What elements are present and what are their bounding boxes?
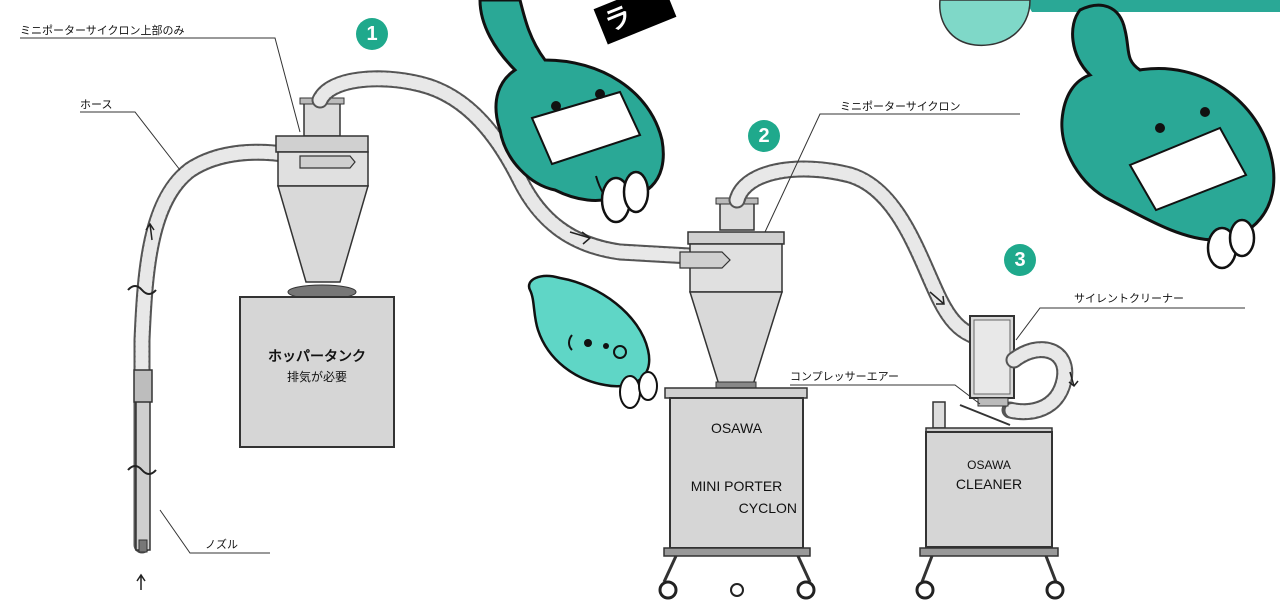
leader-line bbox=[80, 111, 181, 171]
leader-line bbox=[159, 509, 270, 554]
cart-frame bbox=[919, 547, 1059, 557]
wheel bbox=[796, 580, 816, 600]
flow-arrow bbox=[145, 222, 155, 241]
cyclone-brand: OSAWA bbox=[710, 420, 763, 436]
flow-arrow bbox=[1068, 371, 1079, 388]
wheel bbox=[915, 580, 935, 600]
step-badge-1: 1 bbox=[356, 18, 388, 50]
cart-frame bbox=[663, 547, 811, 557]
wheel bbox=[730, 583, 744, 597]
cyclone-tank bbox=[669, 397, 804, 549]
flow-arrow bbox=[569, 231, 592, 245]
flow-arrow bbox=[136, 573, 146, 590]
cyclone-1-inlet bbox=[299, 155, 356, 169]
leader-line bbox=[764, 113, 1020, 233]
cyclone-2-inlet bbox=[679, 251, 731, 269]
nozzle-pipe bbox=[135, 399, 151, 551]
hose-1 bbox=[135, 145, 297, 552]
leader-line bbox=[1015, 307, 1245, 341]
cyclone-1-cone bbox=[277, 185, 369, 283]
leader-line bbox=[20, 37, 301, 133]
cyclone-1-flange bbox=[275, 135, 369, 153]
hopper-subtitle: 排気が必要 bbox=[286, 370, 347, 384]
label-compressor-air: コンプレッサーエアー bbox=[790, 370, 900, 383]
cyclone-2-cone bbox=[688, 291, 784, 389]
wheel bbox=[658, 580, 678, 600]
label-cyclone-top-only: ミニポーターサイクロン上部のみ bbox=[20, 24, 185, 37]
label-nozzle: ノズル bbox=[205, 538, 238, 551]
cyclone-2-flange bbox=[687, 231, 785, 245]
cyclone-model-line2: CYCLON bbox=[738, 500, 797, 516]
label-hose: ホース bbox=[80, 98, 113, 111]
hose-3 bbox=[730, 162, 979, 342]
label-mini-porter-cyclone: ミニポーターサイクロン bbox=[840, 100, 961, 113]
cleaner-tank bbox=[925, 431, 1053, 548]
hopper-tank bbox=[239, 296, 395, 448]
step-badge-2: 2 bbox=[748, 120, 780, 152]
mascot-masked-1 bbox=[478, 0, 665, 224]
hose-2 bbox=[313, 72, 697, 263]
flow-arrow bbox=[929, 291, 945, 305]
mascot-small bbox=[527, 274, 658, 409]
cleaner-model: CLEANER bbox=[955, 476, 1023, 492]
nozzle-coupler bbox=[133, 369, 153, 403]
teal-fragment bbox=[939, 0, 1031, 47]
cleaner-brand: OSAWA bbox=[967, 458, 1011, 472]
mascot-masked-2 bbox=[1060, 3, 1276, 270]
cyclone-model-line1: MINI PORTER bbox=[690, 478, 783, 494]
leader-line bbox=[790, 384, 981, 405]
air-fitting bbox=[932, 401, 946, 429]
air-line bbox=[959, 404, 1011, 426]
nozzle-tip bbox=[138, 539, 148, 553]
hopper-title: ホッパータンク bbox=[268, 349, 366, 365]
break-mark bbox=[127, 285, 157, 295]
break-mark bbox=[127, 465, 157, 475]
wheel bbox=[1045, 580, 1065, 600]
teal-banner bbox=[1025, 0, 1280, 12]
label-silent-cleaner: サイレントクリーナー bbox=[1074, 292, 1184, 305]
hose-4 bbox=[1003, 343, 1072, 419]
step-badge-3: 3 bbox=[1004, 244, 1036, 276]
